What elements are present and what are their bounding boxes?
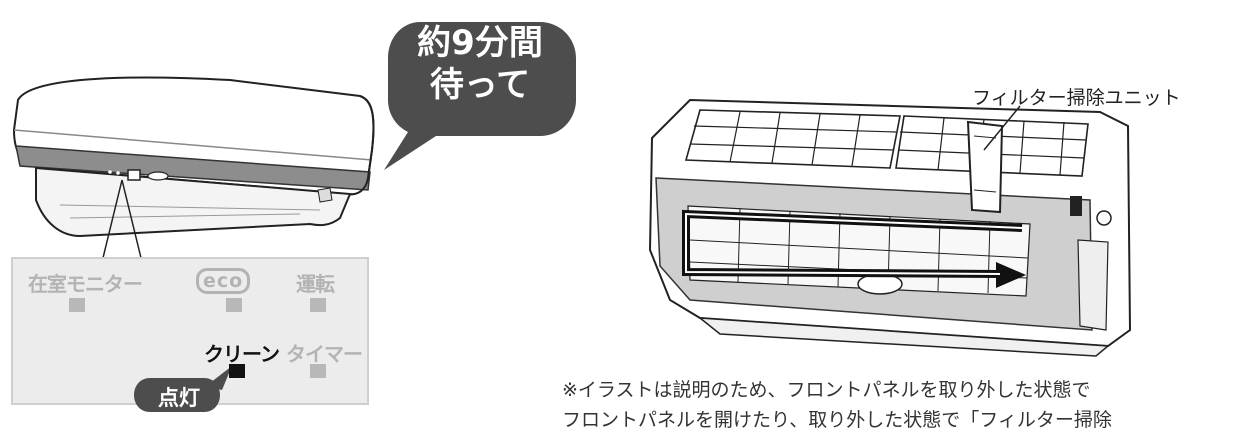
speech-bubble (384, 22, 576, 170)
run-lamp (310, 298, 326, 312)
ac-unit-drawing (11, 22, 1132, 412)
note-line-2: フロントパネルを開けたり、取り外した状態で「フィルター掃除 (562, 409, 1112, 431)
note-line-1: ※イラストは説明のため、フロントパネルを取り外した状態で (562, 379, 1091, 401)
eco-lamp (226, 298, 242, 312)
unit-callout: フィルター掃除ユニット (972, 87, 1181, 109)
bubble-line-2: 待って (429, 65, 531, 105)
ac-body (12, 76, 375, 238)
bubble-text: 約9分間 待って (392, 22, 568, 106)
lit-badge (134, 366, 232, 412)
eco-label: eco (196, 268, 251, 294)
timer-lamp (310, 364, 326, 378)
lit-badge-text: 点灯 (158, 386, 200, 410)
illustration: 約9分間 待って 在室モニター eco 運転 クリーン タイマー 点灯 フィルタ… (11, 22, 1181, 431)
panel-pointer (101, 179, 143, 263)
travel-arrows (682, 209, 1026, 288)
timer-label: タイマー (286, 342, 363, 366)
monitor-label: 在室モニター (28, 272, 143, 296)
opened-ac-drawing (648, 98, 1132, 357)
bubble-line-1: 約9分間 (417, 23, 543, 63)
run-label: 運転 (296, 272, 335, 296)
monitor-lamp (69, 298, 85, 312)
clean-label: クリーン (204, 342, 280, 366)
clean-lamp (229, 364, 245, 378)
unit-leader-line (983, 105, 1021, 151)
